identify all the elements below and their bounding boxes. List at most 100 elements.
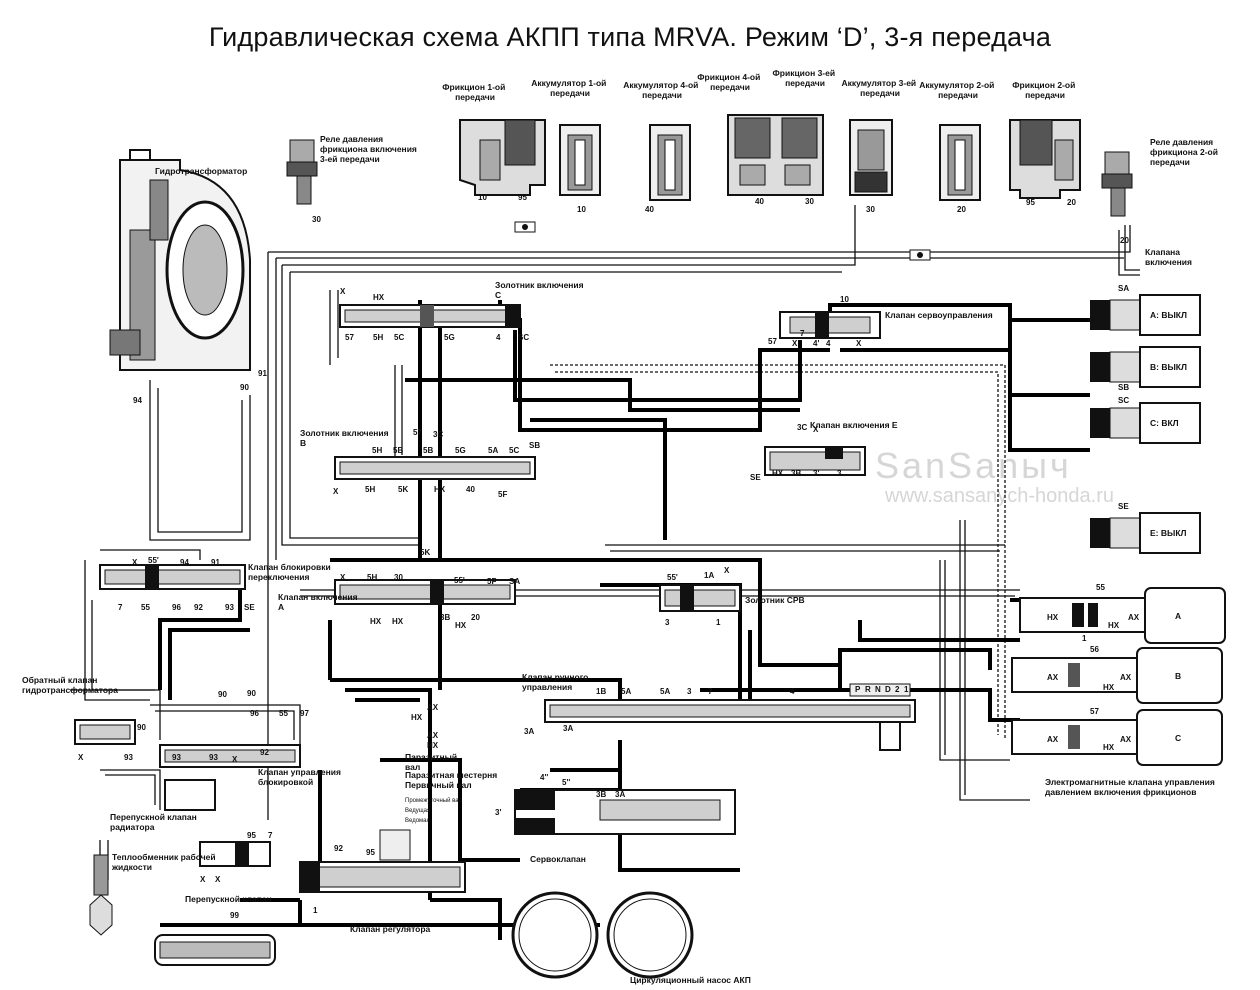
label-lockup-shift-valve: Клапан блокировки переключения — [248, 562, 333, 582]
check-valve-top-left — [514, 221, 536, 233]
port-3a-mv: 3A — [524, 727, 534, 736]
port-1a-cpb: 1A — [704, 571, 714, 580]
port-x2-servo: X — [856, 339, 862, 348]
port-1-cpb: 1 — [716, 618, 721, 627]
servo-control-valve — [779, 311, 881, 339]
accumulator-1st — [559, 124, 601, 196]
label-pressure-relay-2: Реле давления фрикциона 2-ой передачи — [1150, 137, 1220, 167]
port-91-lsv: 91 — [211, 558, 220, 567]
port-55p-a: 55' — [454, 576, 465, 585]
port-5h-c: 5H — [373, 333, 383, 342]
port-1b-mv: 1B — [596, 687, 606, 696]
torque-converter — [109, 149, 251, 371]
port-hx2-a: HX — [392, 617, 404, 626]
pressure-solenoids — [1011, 587, 1226, 766]
tc-check-valve — [74, 719, 136, 745]
port-40-a4: 40 — [645, 205, 654, 214]
port-93-lsv: 93 — [225, 603, 234, 612]
port-92-lsv: 92 — [194, 603, 203, 612]
port-3c-b: 3C — [433, 430, 443, 439]
port-hx-a: HX — [370, 617, 382, 626]
circulation-pump — [511, 891, 694, 979]
solenoid-a — [1090, 294, 1201, 336]
label-accumulator-4: Аккумулятор 4-ой передачи — [623, 80, 701, 100]
label-clutch-4: Фрикцион 4-ой передачи — [697, 72, 762, 92]
port-93b-lcv: 93 — [172, 753, 181, 762]
port-ax-ps-c: AX — [1047, 735, 1059, 744]
port-56-ps: 56 — [1090, 645, 1099, 654]
port-90-tc: 90 — [240, 383, 249, 392]
top-clutch-row — [459, 114, 1081, 201]
lockup-shift-valve — [99, 564, 246, 590]
port-5g-c: 5G — [444, 333, 455, 342]
label-cpb-valve: Золотник СРВ — [745, 595, 805, 605]
label-tc-check-valve: Обратный клапан гидротрансформатора — [22, 675, 118, 695]
port-5g-b: 5G — [455, 446, 466, 455]
port-7-rv: 7 — [268, 831, 273, 840]
port-3-mv: 3 — [687, 687, 692, 696]
port-5e-b: 5A — [488, 446, 498, 455]
gear-p: P — [855, 685, 861, 694]
label-regulator-valve: Клапан регулятора — [350, 924, 431, 934]
solenoid-c-state: С: ВКЛ — [1150, 418, 1179, 428]
port-hx-e: HX — [772, 469, 784, 478]
label-servo-control-valve: Клапан сервоуправления — [885, 310, 993, 320]
label-heat-exchanger: Теплообменник рабочей жидкости — [111, 852, 218, 872]
port-7-servo: 7 — [800, 329, 805, 338]
port-96-lsv: 96 — [172, 603, 181, 612]
port-55-lcv: 55 — [279, 709, 288, 718]
port-labels: 30 10 95 10 40 40 30 30 20 95 20 20 X HX… — [78, 193, 1140, 920]
port-3a2-mv: 3A — [563, 724, 573, 733]
port-1a-a: 1A — [432, 578, 442, 587]
servo-valve — [514, 789, 736, 835]
port-30-a: 30 — [394, 573, 403, 582]
port-93c-lcv: 93 — [209, 753, 218, 762]
accumulator-3rd — [849, 119, 893, 196]
port-x-servo: X — [792, 339, 798, 348]
manual-valve — [544, 683, 916, 751]
port-5h-a: 5H — [367, 573, 377, 582]
label-clutch-3: Фрикцион 3-ей передачи — [773, 68, 838, 88]
port-x-lcv: X — [232, 755, 238, 764]
port-7-mv: 7 — [708, 687, 713, 696]
port-10-c1: 10 — [478, 193, 487, 202]
port-hx-reg: HX — [411, 713, 423, 722]
shift-valve-c — [339, 304, 521, 328]
gear-1: 1 — [904, 685, 909, 694]
port-91-tc: 91 — [258, 369, 267, 378]
label-small-1: Промежуточный вал — [405, 797, 463, 804]
port-hx2-ps-a: HX — [1108, 621, 1120, 630]
port-10-a1: 10 — [577, 205, 586, 214]
label-accumulator-2: Аккумулятор 2-ой передачи — [919, 80, 997, 100]
label-pump: Циркуляционный насос АКП — [630, 975, 751, 985]
port-sb-b: SB — [529, 441, 540, 450]
port-57-servo: 57 — [768, 337, 777, 346]
port-5c-c: 5C — [394, 333, 404, 342]
cooler-relief-valve — [164, 779, 216, 811]
port-94-tc: 94 — [133, 396, 142, 405]
heat-exchanger — [89, 854, 113, 936]
port-95-c2: 95 — [1026, 198, 1035, 207]
port-4pp-sv: 4'' — [540, 773, 548, 782]
label-accumulator-1: Аккумулятор 1-ой передачи — [531, 78, 609, 98]
label-pressure-relay-3: Реле давления фрикциона включения 3-ей п… — [320, 134, 419, 164]
label-idler-gear: Паразитная шестерня — [405, 770, 497, 780]
page-title: Гидравлическая схема АКПП типа MRVA. Реж… — [208, 22, 1052, 52]
port-3b-sv: 3B — [596, 790, 606, 799]
clutch-2nd — [1009, 119, 1081, 199]
label-shift-valve-b: Золотник включения В — [300, 428, 391, 448]
port-40-b: 40 — [466, 485, 475, 494]
port-57-b: 57 — [413, 428, 422, 437]
port-20-relay: 20 — [1120, 236, 1129, 245]
solenoid-b — [1090, 346, 1201, 388]
port-x-e: X — [813, 425, 819, 434]
port-99: 99 — [230, 911, 239, 920]
component-labels: Гидротрансформатор Реле давления фрикцио… — [22, 68, 1220, 985]
port-55-ps: 55 — [1096, 583, 1105, 592]
label-shift-valve-a: Клапан включения А — [278, 592, 360, 612]
port-3b-a: 3B — [440, 613, 450, 622]
label-small-3: Ведомая — [405, 818, 430, 824]
port-5k-a: 5K — [420, 548, 430, 557]
port-x-lsv: X — [132, 558, 138, 567]
port-95-c1: 95 — [518, 193, 527, 202]
